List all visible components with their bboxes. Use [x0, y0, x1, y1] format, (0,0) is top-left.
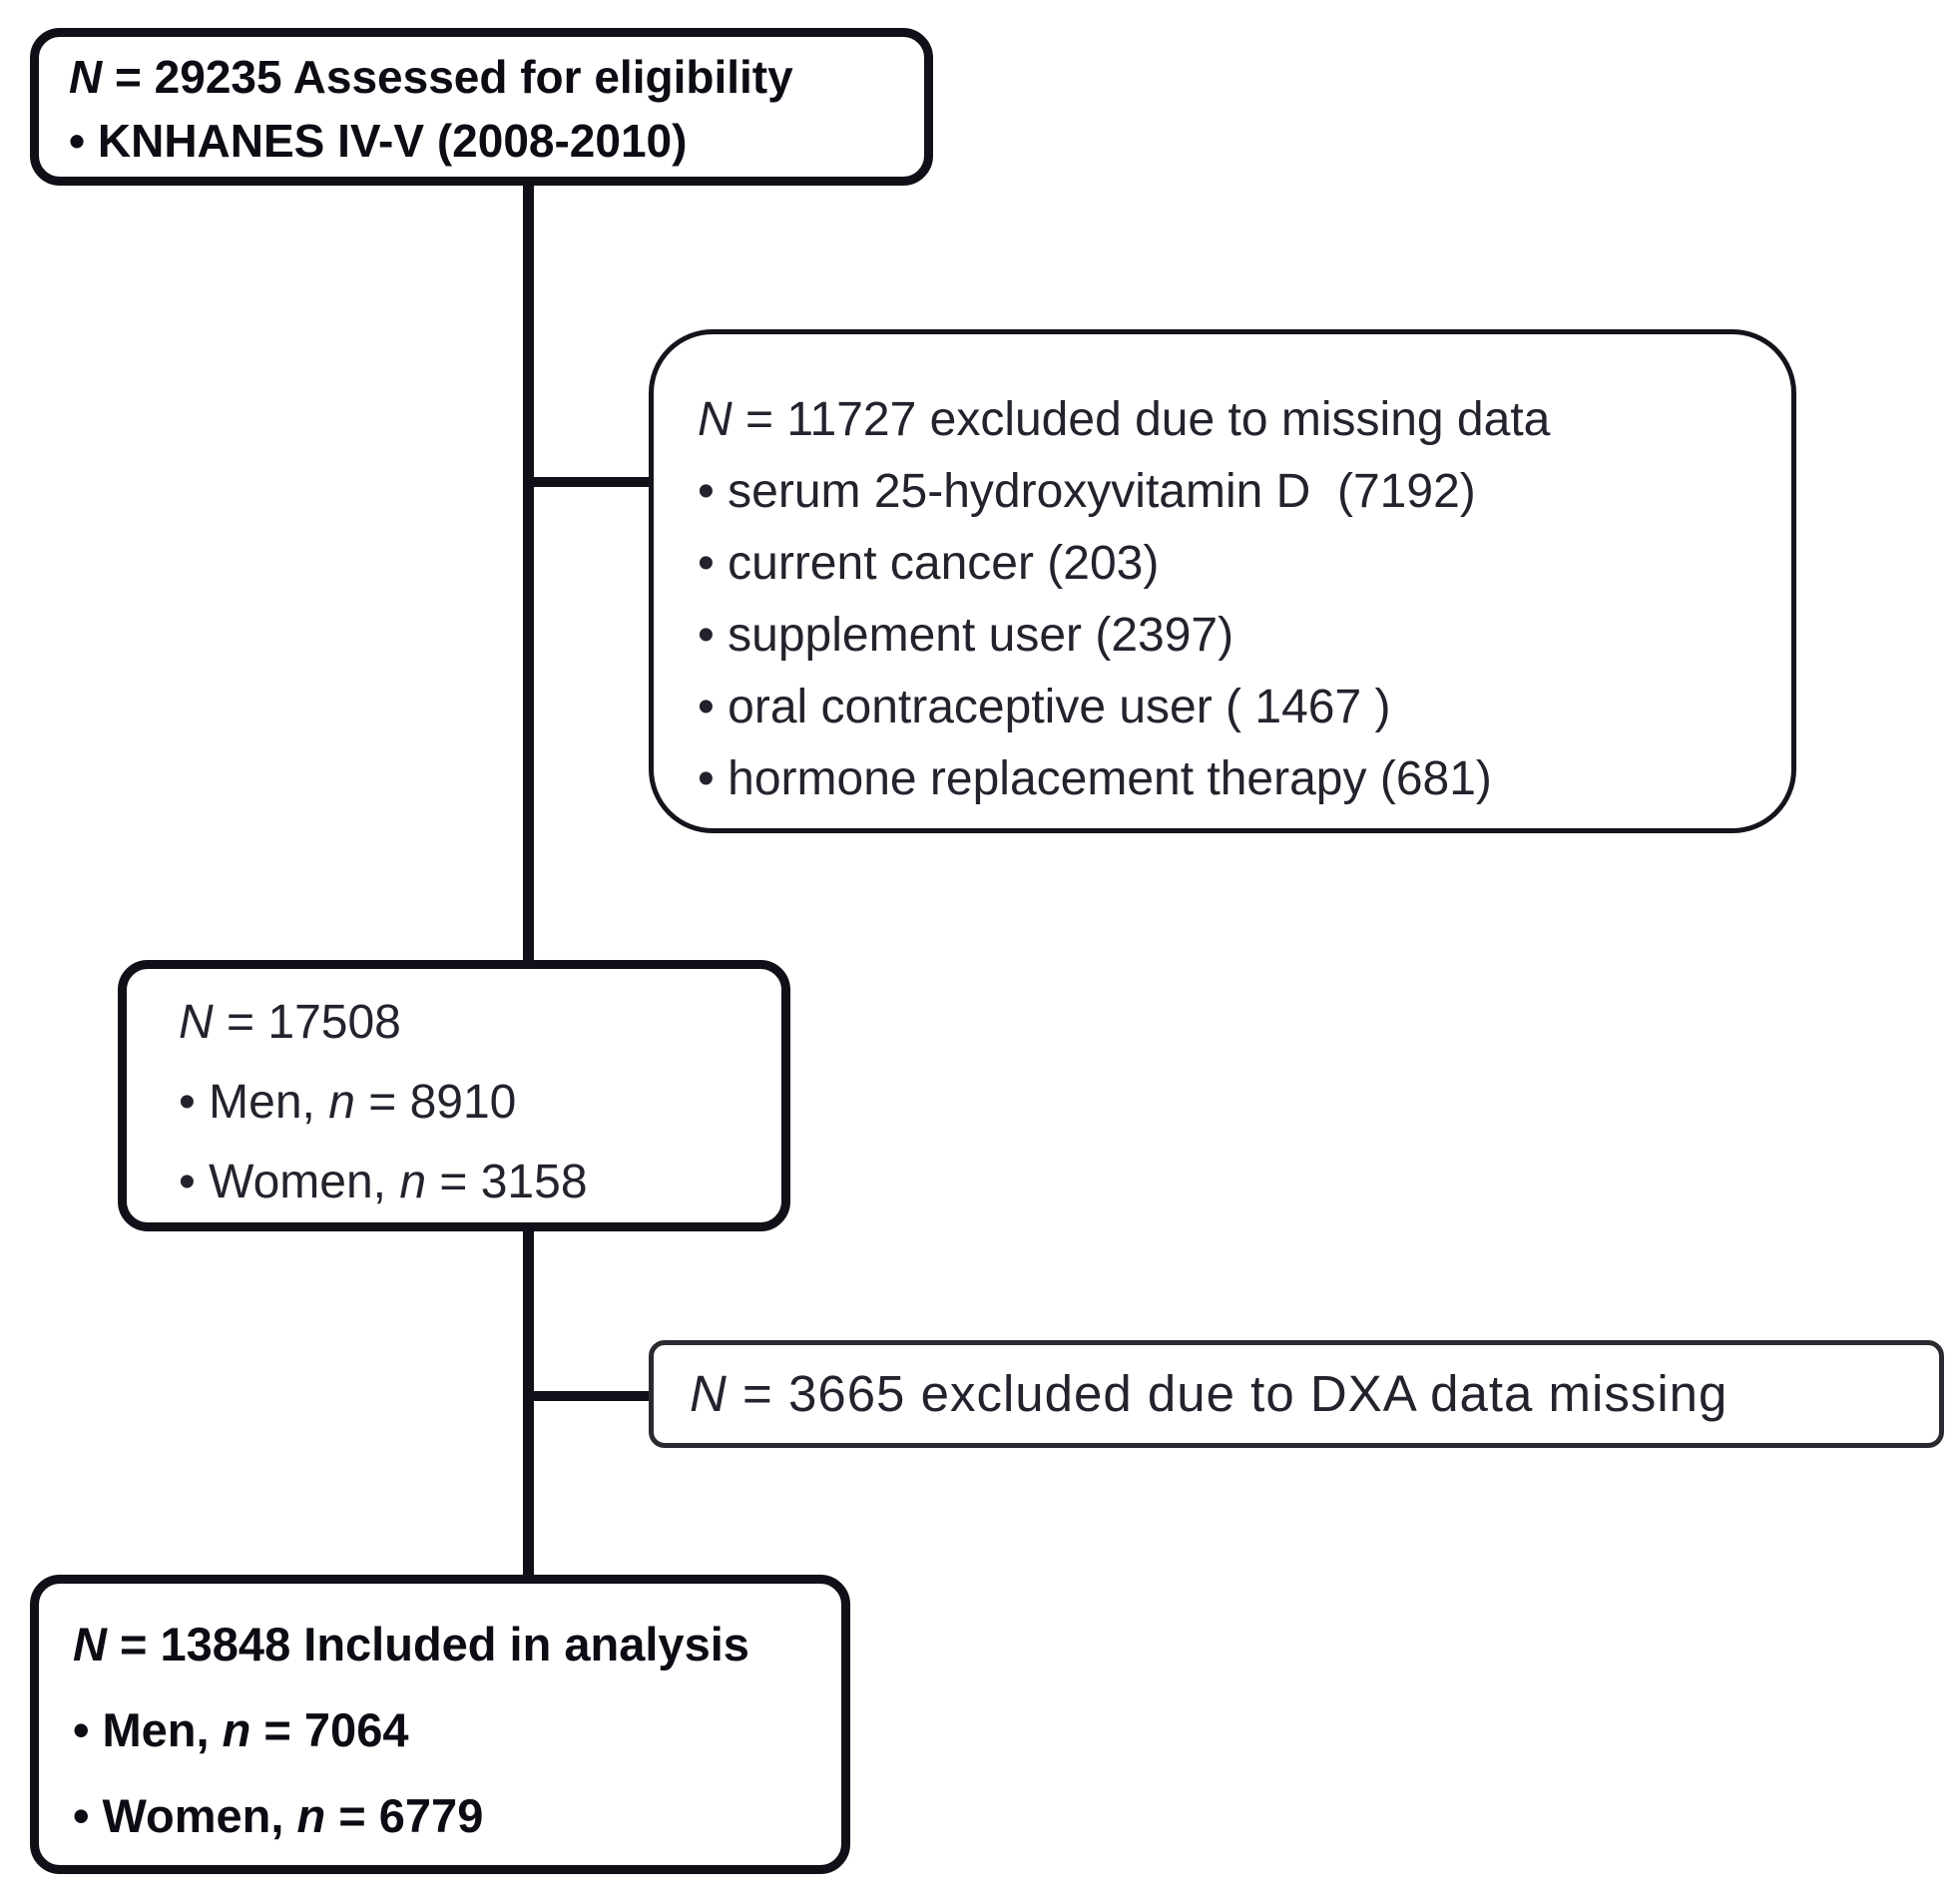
cohort-after-exclusion-box: N = 17508 • Men, n = 8910 • Women, n = 3…	[118, 960, 790, 1231]
connector-trunk-top	[523, 184, 534, 962]
assessed-source-bullet: • KNHANES IV-V (2008-2010)	[69, 115, 688, 167]
included-women: • Women, n = 6779	[73, 1789, 484, 1842]
included-title: N = 13848 Included in analysis	[73, 1618, 749, 1670]
excluded-missing-item-contraceptive: • oral contraceptive user ( 1467 )	[698, 681, 1391, 733]
assessed-eligibility-box: N = 29235 Assessed for eligibility • KNH…	[30, 28, 933, 186]
excluded-missing-item-cancer: • current cancer (203)	[698, 537, 1160, 590]
cohort-women: • Women, n = 3158	[179, 1156, 588, 1208]
excluded-dxa-text: N = 3665 excluded due to DXA data missin…	[690, 1365, 1728, 1422]
cohort-total: N = 17508	[179, 996, 401, 1049]
included-analysis-box: N = 13848 Included in analysis • Men, n …	[30, 1575, 850, 1874]
connector-branch-excluded-missing	[523, 477, 655, 487]
included-men: • Men, n = 7064	[73, 1703, 409, 1756]
connector-branch-excluded-dxa	[523, 1391, 655, 1401]
excluded-missing-item-hormone: • hormone replacement therapy (681)	[698, 752, 1492, 805]
excluded-missing-item-serum: • serum 25-hydroxyvitamin D (7192)	[698, 465, 1476, 518]
cohort-men: • Men, n = 8910	[179, 1076, 517, 1129]
assessed-title: N = 29235 Assessed for eligibility	[69, 51, 793, 103]
excluded-missing-item-supplement: • supplement user (2397)	[698, 609, 1234, 662]
excluded-missing-data-box: N = 11727 excluded due to missing data •…	[649, 329, 1796, 833]
excluded-missing-title: N = 11727 excluded due to missing data	[698, 393, 1551, 446]
connector-trunk-bottom	[523, 1227, 534, 1579]
excluded-dxa-missing-box: N = 3665 excluded due to DXA data missin…	[649, 1340, 1944, 1448]
